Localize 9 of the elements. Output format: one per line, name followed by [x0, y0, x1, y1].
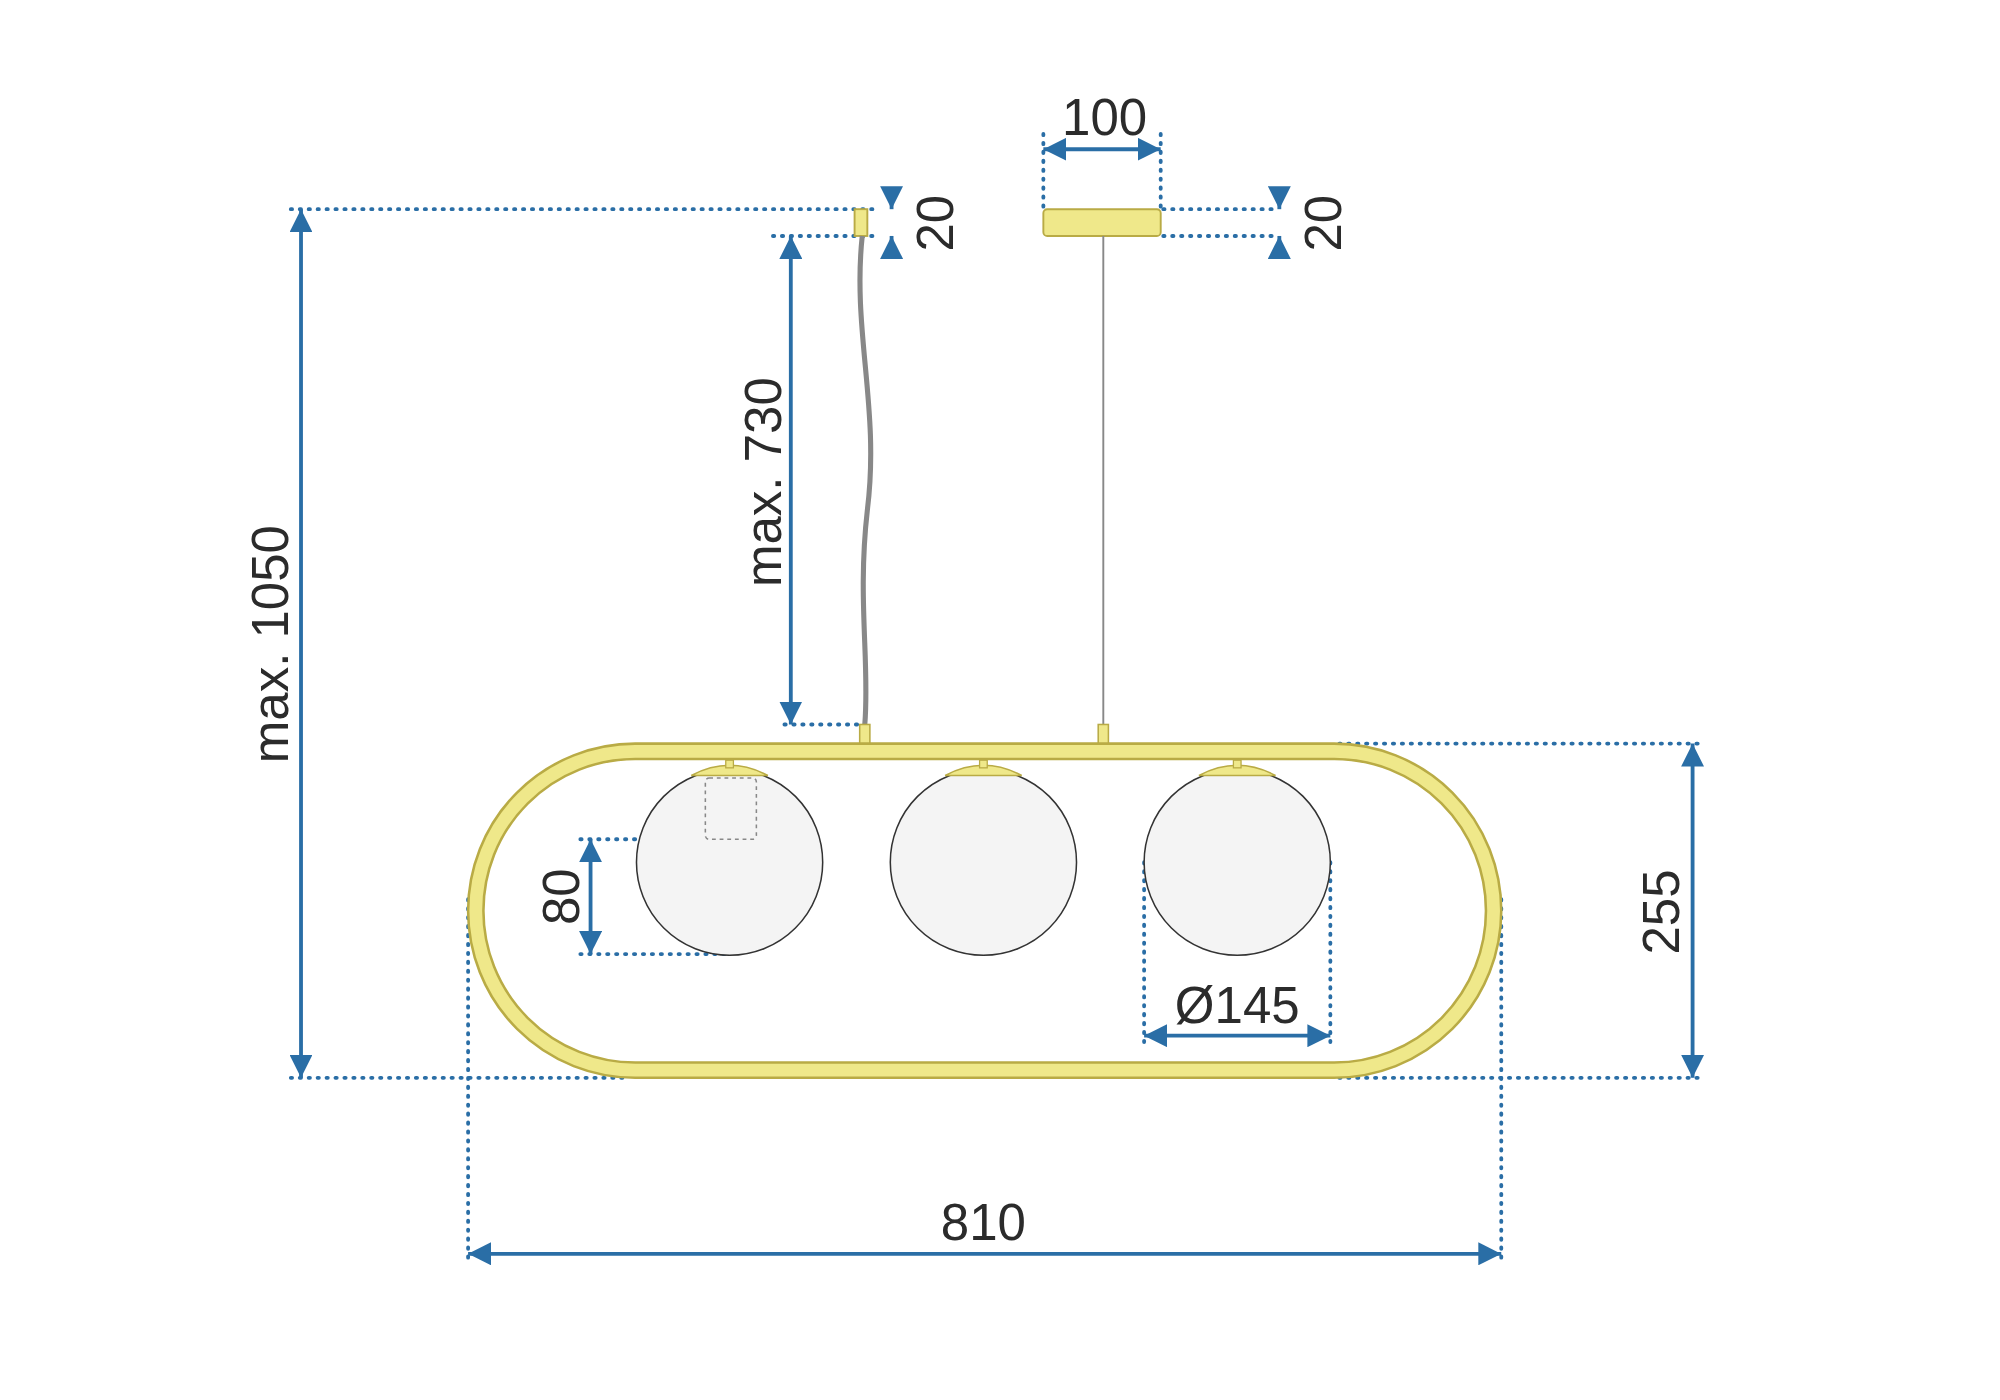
- dimension-label: 20: [909, 194, 961, 252]
- dimension-label: max. 730: [737, 377, 789, 588]
- dimension-label: 255: [1635, 869, 1687, 955]
- dimension-label: Ø145: [1174, 979, 1300, 1031]
- dimension-label: 20: [1297, 194, 1349, 252]
- dimension-label: 810: [940, 1196, 1026, 1248]
- dimension-label: 80: [535, 868, 587, 926]
- dimension-label: 100: [1062, 91, 1148, 143]
- dimension-label: max. 1050: [244, 525, 296, 764]
